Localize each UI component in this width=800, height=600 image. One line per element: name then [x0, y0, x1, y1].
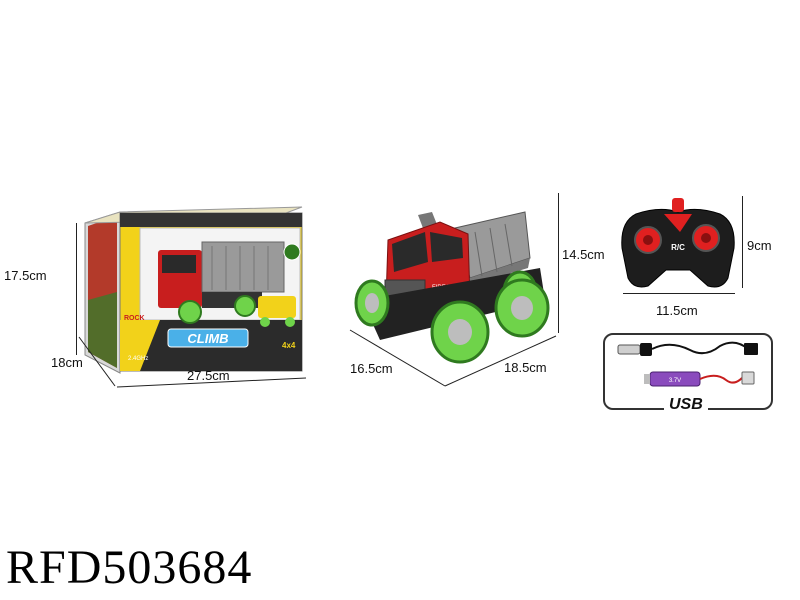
- remote-rc-label: R/C: [671, 243, 685, 252]
- usb-label: USB: [664, 396, 708, 414]
- remote-width-line: [623, 293, 735, 294]
- product-code: RFD503684: [6, 541, 253, 594]
- battery-text: 3.7V: [669, 378, 681, 384]
- box-badge-text: 4x4: [282, 341, 296, 350]
- box-depth-label: 18cm: [51, 355, 83, 370]
- remote-height-line: [742, 196, 743, 288]
- remote-height-label: 9cm: [747, 238, 772, 253]
- box-freq-text: 2.4GHz: [128, 356, 148, 362]
- remote-width-label: 11.5cm: [656, 303, 698, 318]
- truck-length-label: 18.5cm: [504, 360, 547, 375]
- box-height-line: [76, 223, 77, 355]
- truck-height-label: 14.5cm: [562, 247, 605, 262]
- box-brand-text: CLIMB: [187, 331, 228, 346]
- box-height-label: 17.5cm: [4, 268, 47, 283]
- truck-height-line: [558, 193, 559, 333]
- truck-width-label: 16.5cm: [350, 361, 393, 376]
- box-width-label: 27.5cm: [187, 368, 230, 383]
- box-rock-text: ROCK: [124, 315, 145, 322]
